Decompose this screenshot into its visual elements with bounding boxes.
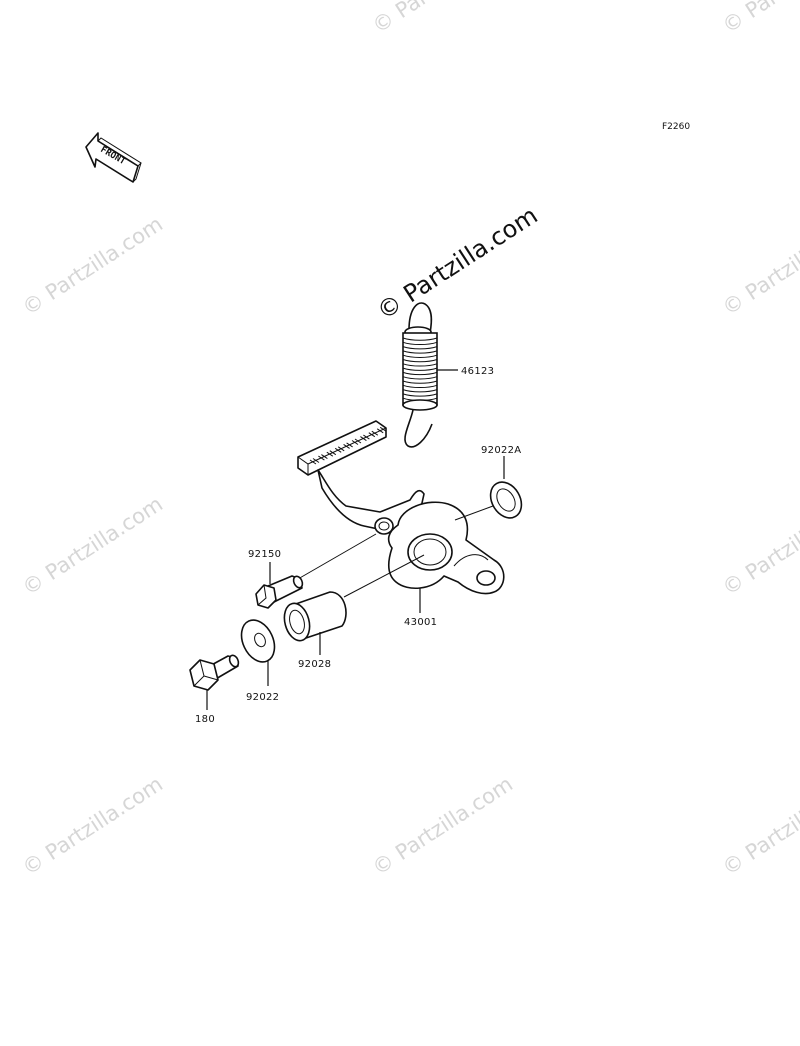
part-number: 92028 xyxy=(298,659,331,670)
figure-code: F2260 xyxy=(662,122,690,132)
tread-ridge xyxy=(376,426,387,434)
tread-ridge xyxy=(343,442,353,449)
spring-coil xyxy=(402,367,438,371)
tread-ridge xyxy=(326,450,337,457)
part-number: 180 xyxy=(195,714,215,725)
tread-ridge xyxy=(360,434,370,442)
tread-ridge xyxy=(368,430,379,438)
spring-coil xyxy=(402,354,438,358)
tread-ridge xyxy=(309,458,320,465)
bolt-part xyxy=(189,654,240,691)
front-arrow-icon: FRONT xyxy=(85,132,142,183)
spring-coil xyxy=(402,337,438,341)
part-number: 92150 xyxy=(248,549,281,560)
spring-coil xyxy=(402,350,438,354)
spring-coil xyxy=(402,341,438,346)
tread-ridge xyxy=(351,438,362,445)
spring-coil xyxy=(402,389,438,393)
tread-ridge xyxy=(318,454,328,461)
part-number: 92022 xyxy=(246,692,279,703)
spring-coil xyxy=(402,359,438,363)
spring-coil xyxy=(402,346,438,350)
collar-part xyxy=(283,591,347,642)
spring-coil xyxy=(402,380,438,384)
brake-pedal-part xyxy=(297,420,505,595)
pivot-bolt-part xyxy=(255,575,304,609)
spring-coil xyxy=(402,363,438,367)
spring-coil xyxy=(402,393,438,397)
part-number: 46123 xyxy=(461,366,494,377)
spring-coil xyxy=(402,384,438,389)
tread-ridge xyxy=(334,446,345,453)
part-number: 43001 xyxy=(404,617,437,628)
spring-coil xyxy=(402,371,438,376)
part-number: 92022A xyxy=(481,445,521,456)
flat-washer-part xyxy=(240,619,276,663)
spring-part xyxy=(402,302,438,448)
spring-coil xyxy=(402,376,438,380)
washer-part xyxy=(489,481,523,519)
